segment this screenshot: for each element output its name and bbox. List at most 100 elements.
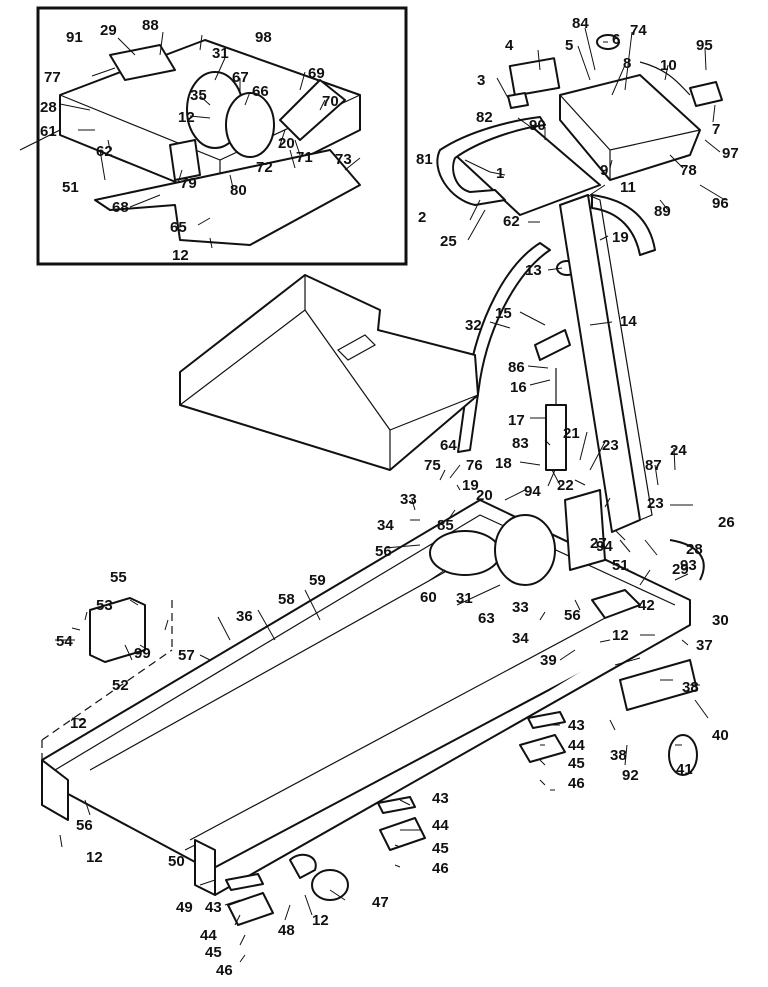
part-number-label: 22 <box>557 477 574 494</box>
part-number-label: 1 <box>496 165 504 182</box>
feet-blocks <box>225 711 566 926</box>
part-number-label: 56 <box>375 543 392 560</box>
part-number-label: 27 <box>590 535 607 552</box>
part-number-label: 70 <box>322 93 339 110</box>
part-number-label: 82 <box>476 109 493 126</box>
part-number-label: 60 <box>420 589 437 606</box>
part-number-label: 19 <box>462 477 479 494</box>
part-number-label: 33 <box>400 491 417 508</box>
part-number-label: 37 <box>696 637 713 654</box>
part-number-label: 97 <box>722 145 739 162</box>
part-number-label: 50 <box>168 853 185 870</box>
part-number-label: 10 <box>660 57 677 74</box>
part-number-label: 12 <box>86 849 103 866</box>
part-number-label: 47 <box>372 894 389 911</box>
part-number-label: 45 <box>568 755 585 772</box>
part-number-label: 36 <box>236 608 253 625</box>
part-number-label: 62 <box>503 213 520 230</box>
upright-column <box>559 194 653 533</box>
part-number-label: 52 <box>112 677 129 694</box>
part-number-label: 74 <box>630 22 647 39</box>
part-number-label: 94 <box>524 483 541 500</box>
part-number-label: 25 <box>440 233 457 250</box>
part-number-label: 14 <box>620 313 637 330</box>
part-number-label: 93 <box>680 557 697 574</box>
part-number-label: 15 <box>495 305 512 322</box>
part-number-label: 55 <box>110 569 127 586</box>
part-number-label: 56 <box>76 817 93 834</box>
part-number-label: 84 <box>572 15 589 32</box>
part-number-label: 42 <box>638 597 655 614</box>
part-number-label: 68 <box>112 199 129 216</box>
part-number-label: 2 <box>418 209 426 226</box>
part-number-label: 53 <box>96 597 113 614</box>
part-number-label: 66 <box>252 83 269 100</box>
part-number-label: 72 <box>256 159 273 176</box>
part-number-label: 61 <box>40 123 57 140</box>
part-number-label: 71 <box>296 149 313 166</box>
part-number-label: 32 <box>465 317 482 334</box>
part-number-label: 20 <box>278 135 295 152</box>
part-number-label: 28 <box>686 541 703 558</box>
part-number-label: 19 <box>612 229 629 246</box>
part-number-label: 43 <box>568 717 585 734</box>
part-number-label: 12 <box>70 715 87 732</box>
part-number-label: 5 <box>565 37 573 54</box>
part-number-label: 17 <box>508 412 525 429</box>
part-number-label: 39 <box>540 652 557 669</box>
console-assembly <box>507 34 723 181</box>
part-number-label: 49 <box>176 899 193 916</box>
part-number-label: 30 <box>712 612 729 629</box>
part-number-label: 63 <box>478 610 495 627</box>
part-number-label: 89 <box>654 203 671 220</box>
part-number-label: 34 <box>377 517 394 534</box>
part-number-label: 92 <box>622 767 639 784</box>
part-number-label: 69 <box>308 65 325 82</box>
part-number-label: 83 <box>512 435 529 452</box>
part-number-label: 23 <box>647 495 664 512</box>
part-number-label: 88 <box>142 17 159 34</box>
part-number-label: 51 <box>612 557 629 574</box>
part-number-label: 12 <box>178 109 195 126</box>
part-number-label: 56 <box>564 607 581 624</box>
part-number-label: 34 <box>512 630 529 647</box>
part-number-label: 28 <box>40 99 57 116</box>
part-number-label: 51 <box>62 179 79 196</box>
part-number-label: 58 <box>278 591 295 608</box>
part-number-label: 81 <box>416 151 433 168</box>
part-number-label: 62 <box>96 143 113 160</box>
part-number-label: 33 <box>512 599 529 616</box>
part-number-label: 31 <box>456 590 473 607</box>
part-number-label: 45 <box>432 840 449 857</box>
part-number-label: 21 <box>563 425 580 442</box>
motor-hood <box>179 274 479 471</box>
inset-frame <box>36 6 408 266</box>
part-number-label: 18 <box>495 455 512 472</box>
part-number-label: 75 <box>424 457 441 474</box>
part-number-label: 57 <box>178 647 195 664</box>
part-number-label: 9 <box>600 162 608 179</box>
part-number-label: 3 <box>477 72 485 89</box>
part-number-label: 67 <box>232 69 249 86</box>
part-number-label: 35 <box>190 87 207 104</box>
part-number-label: 43 <box>432 790 449 807</box>
part-number-label: 26 <box>718 514 735 531</box>
part-number-label: 91 <box>66 29 83 46</box>
part-number-label: 77 <box>44 69 61 86</box>
part-number-label: 94 <box>596 538 613 555</box>
part-number-label: 23 <box>602 437 619 454</box>
part-number-label: 73 <box>335 151 352 168</box>
part-number-label: 44 <box>200 927 217 944</box>
part-number-label: 44 <box>568 737 585 754</box>
part-number-label: 40 <box>712 727 729 744</box>
part-number-label: 20 <box>476 487 493 504</box>
part-number-label: 11 <box>620 179 636 196</box>
part-number-label: 46 <box>432 860 449 877</box>
treadmill-frame <box>41 489 705 901</box>
part-number-label: 12 <box>172 247 189 264</box>
part-number-label: 24 <box>670 442 687 459</box>
part-number-label: 16 <box>510 379 527 396</box>
